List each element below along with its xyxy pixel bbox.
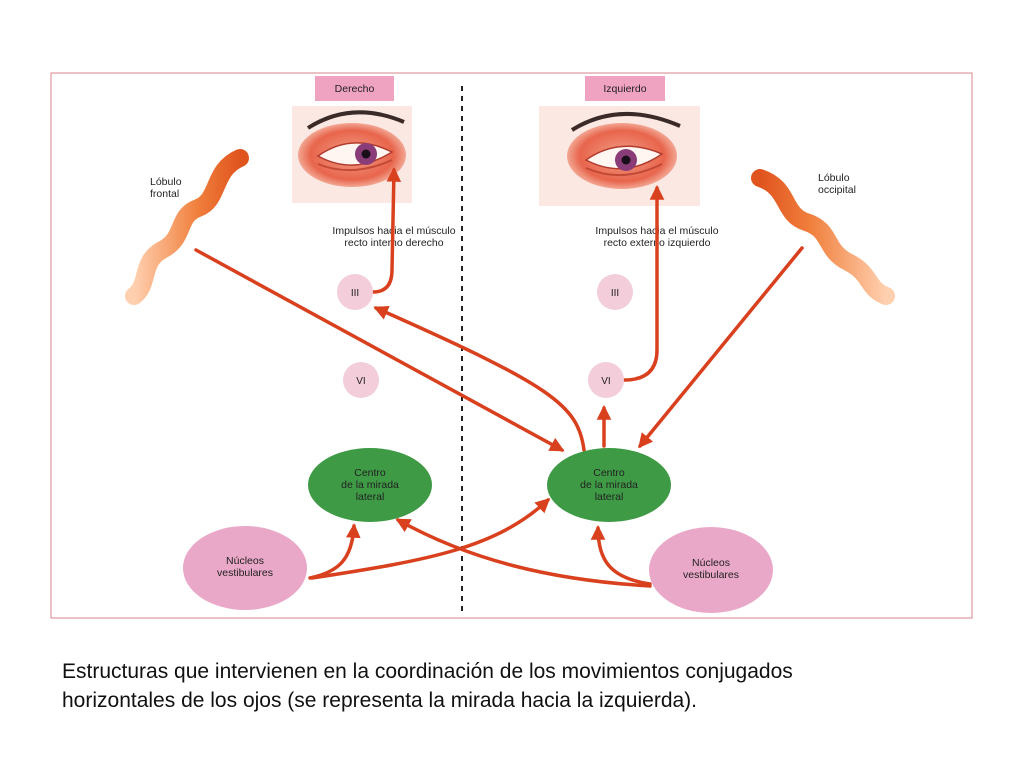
frontal-lobe-label-1: Lóbulo [150,176,182,188]
arrow-vestib-l-to-center-r [395,518,652,588]
label-left-eye: Izquierdo [585,76,665,101]
left-eye-image [539,106,700,206]
caption-line-1: Estructuras que intervienen en la coordi… [62,660,793,683]
frontal-lobe-label-2: frontal [150,188,179,200]
svg-text:lateral: lateral [356,491,385,503]
svg-text:III: III [351,288,359,299]
svg-text:Núcleos: Núcleos [692,557,730,569]
frontal-lobe-shape [125,149,249,305]
diagram-frame [50,72,973,619]
vestibular-nuclei-right: Núcleos vestibulares [183,526,307,610]
nucleus-iii-left: III [597,274,633,310]
right-eye-image [292,106,412,203]
svg-text:VI: VI [601,376,610,387]
gaze-center-left: Centro de la mirada lateral [547,448,671,522]
nucleus-vi-left: VI [588,362,624,398]
arrow-frontal-to-center [194,248,565,452]
occipital-lobe-label-1: Lóbulo [818,172,850,184]
svg-text:Centro: Centro [354,467,386,479]
label-right-eye: Derecho [315,76,394,101]
arrow-occipital-to-center [638,246,804,449]
arrow-vestib-r-to-center-l [310,498,551,580]
svg-text:de la mirada: de la mirada [341,479,399,491]
svg-text:Derecho: Derecho [335,83,375,95]
occipital-lobe-label-2: occipital [818,184,856,196]
svg-text:VI: VI [356,376,365,387]
caption-line-2: horizontales de los ojos (se representa … [62,689,698,712]
arrow-iii-to-right-eye [371,167,402,294]
svg-text:Núcleos: Núcleos [226,555,264,567]
arrows [194,167,804,588]
gaze-center-right: Centro de la mirada lateral [308,448,432,522]
vestibular-nuclei-left: Núcleos vestibulares [649,527,773,613]
nucleus-vi-right: VI [343,362,379,398]
svg-text:de la mirada: de la mirada [580,479,638,491]
occipital-lobe-shape [751,169,895,305]
svg-text:Izquierdo: Izquierdo [603,83,646,95]
arrow-vestib-l-to-center-l [590,525,652,586]
arrow-vi-to-left-eye [622,185,665,382]
nucleus-iii-right: III [337,274,373,310]
svg-text:III: III [611,288,619,299]
arrow-center-to-iii [373,306,586,452]
svg-text:vestibulares: vestibulares [683,569,739,581]
svg-text:Centro: Centro [593,467,625,479]
svg-text:vestibulares: vestibulares [217,567,273,579]
svg-text:lateral: lateral [595,491,624,503]
figure-caption: Estructuras que intervienen en la coordi… [62,657,992,715]
